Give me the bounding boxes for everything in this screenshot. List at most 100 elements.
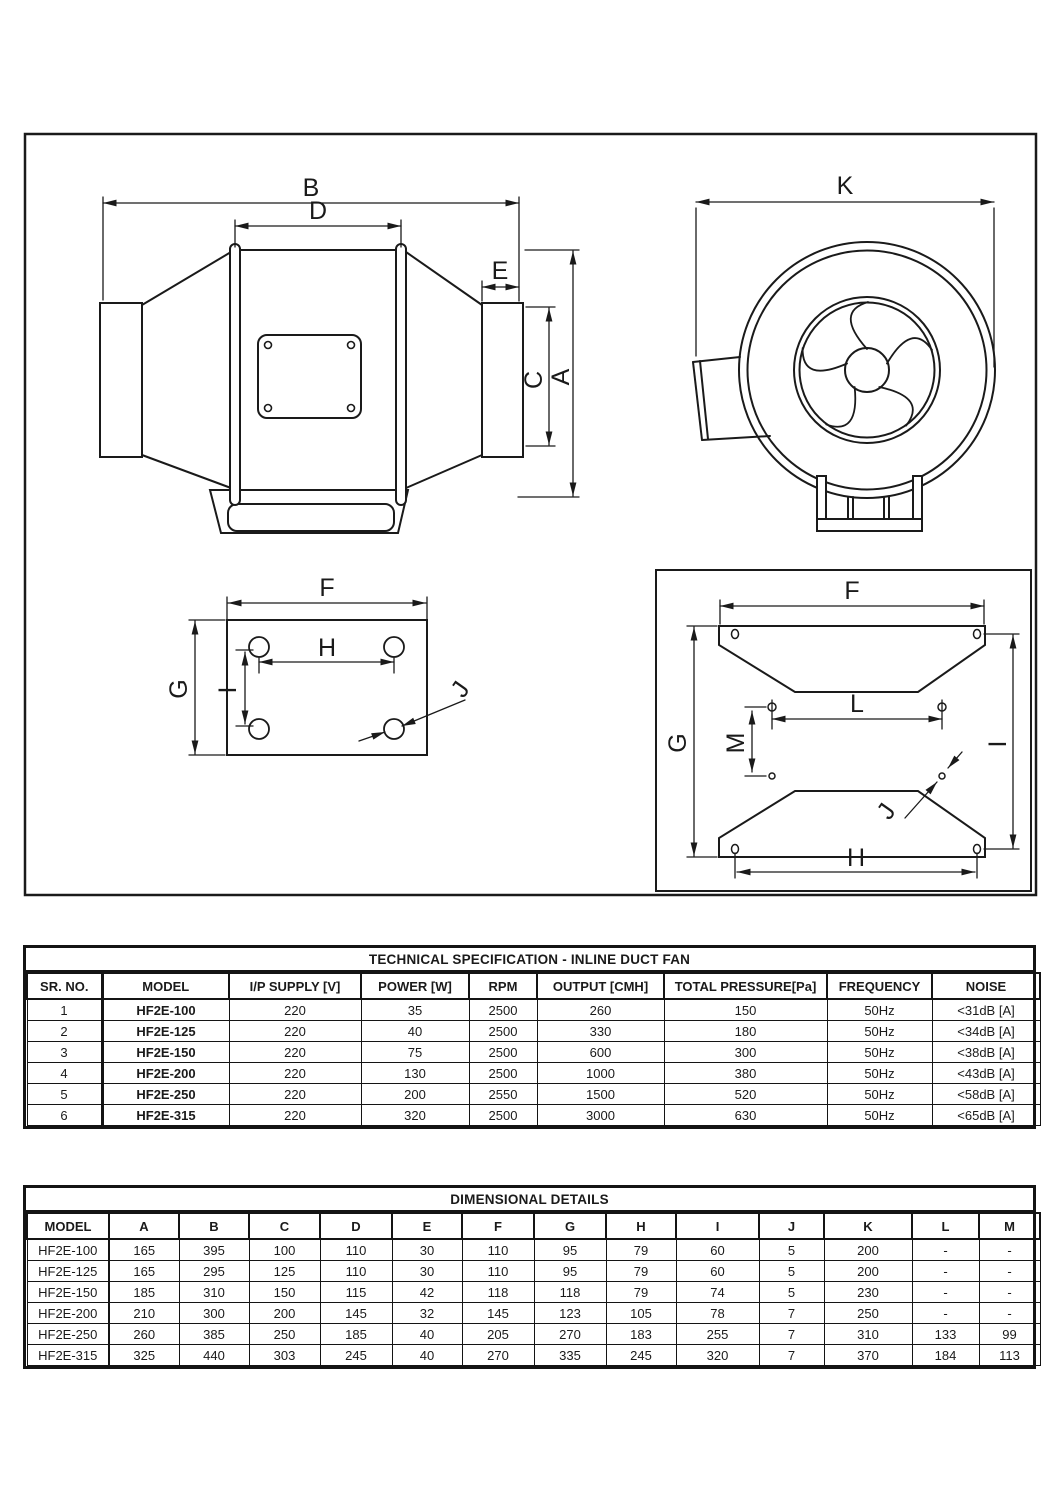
dim-label-bracket-G: G	[664, 733, 692, 752]
table-cell: 5	[26, 1083, 104, 1105]
table-cell: 184	[911, 1344, 980, 1366]
table-cell: 118	[533, 1281, 607, 1303]
dim-label-E: E	[492, 257, 509, 285]
table-cell: 145	[319, 1302, 393, 1324]
table-cell: 330	[536, 1020, 665, 1042]
table-cell: -	[978, 1281, 1041, 1303]
foot-slot	[227, 503, 395, 532]
bracket-view-dimensions	[686, 599, 1020, 879]
table-cell: HF2E-125	[101, 1020, 230, 1042]
table-cell: 255	[675, 1323, 760, 1345]
dim-label-bracket-J: J	[871, 798, 901, 824]
column-header: B	[178, 1212, 250, 1240]
column-header: G	[533, 1212, 607, 1240]
table-cell: 35	[360, 998, 470, 1021]
table-cell: 320	[360, 1104, 470, 1126]
dim-label-K: K	[837, 172, 854, 200]
table-cell: 5	[758, 1238, 825, 1261]
bracket-top-piece	[718, 625, 986, 693]
column-header: J	[758, 1212, 825, 1240]
dim-label-plate-H: H	[318, 634, 336, 662]
fan-body	[234, 249, 402, 491]
column-header: E	[391, 1212, 463, 1240]
table-cell: 50Hz	[826, 1020, 933, 1042]
table-cell: 2500	[468, 998, 538, 1021]
table-cell: 78	[675, 1302, 760, 1324]
table-cell: 4	[26, 1062, 104, 1084]
table-cell: 1500	[536, 1083, 665, 1105]
spec-table-container: TECHNICAL SPECIFICATION - INLINE DUCT FA…	[23, 945, 1041, 1129]
table-cell: 2500	[468, 1104, 538, 1126]
table-cell: 118	[461, 1281, 535, 1303]
column-header: MODEL	[26, 1212, 110, 1240]
table-cell: 133	[911, 1323, 980, 1345]
front-mounting-bracket	[816, 475, 923, 532]
table-cell: 220	[228, 1104, 362, 1126]
dim-label-B: B	[303, 174, 320, 202]
table-cell: 40	[391, 1344, 463, 1366]
table-cell: 99	[978, 1323, 1041, 1345]
table-cell: 7	[758, 1323, 825, 1345]
column-header: TOTAL PRESSURE[Pa]	[663, 972, 828, 1000]
dim-label-bracket-F: F	[844, 577, 859, 605]
table-cell: 95	[533, 1238, 607, 1261]
table-cell: 95	[533, 1260, 607, 1282]
table-cell: 79	[605, 1238, 677, 1261]
dim-label-plate-J: J	[445, 676, 475, 702]
plate-view-drawing	[226, 619, 428, 756]
table-cell: 200	[360, 1083, 470, 1105]
table-cell: 220	[228, 1062, 362, 1084]
column-header: L	[911, 1212, 980, 1240]
table-cell: 600	[536, 1041, 665, 1063]
table-cell: 220	[228, 998, 362, 1021]
table-cell: -	[911, 1281, 980, 1303]
dim-leader-bracket-J2	[947, 751, 963, 769]
table-cell: 30	[391, 1260, 463, 1282]
table-cell: 395	[178, 1238, 250, 1261]
column-header: I	[675, 1212, 760, 1240]
table-cell: 220	[228, 1020, 362, 1042]
table-cell: 2	[26, 1020, 104, 1042]
table-cell: 105	[605, 1302, 677, 1324]
table-cell: 30	[391, 1238, 463, 1261]
table-cell: 150	[248, 1281, 321, 1303]
table-cell: 520	[663, 1083, 828, 1105]
dim-label-plate-F: F	[319, 574, 334, 602]
column-header: MODEL	[101, 972, 230, 1000]
table-cell: 310	[823, 1323, 913, 1345]
table-cell: 7	[758, 1302, 825, 1324]
column-header: A	[108, 1212, 180, 1240]
plate-holes	[248, 636, 405, 740]
dim-leader-bracket-J1	[904, 781, 938, 819]
dim-label-C: C	[520, 371, 548, 389]
impeller-ring-outer	[793, 296, 941, 444]
front-view-dimensions	[695, 198, 995, 368]
table-cell: 183	[605, 1323, 677, 1345]
left-cone-bottom	[141, 454, 232, 489]
dim-label-plate-I: I	[214, 687, 242, 694]
table-cell: 3	[26, 1041, 104, 1063]
column-header: M	[978, 1212, 1041, 1240]
table-cell: 50Hz	[826, 1083, 933, 1105]
clamp-band-right	[395, 243, 407, 506]
table-cell: 310	[178, 1281, 250, 1303]
table-cell: 75	[360, 1041, 470, 1063]
table-cell: <31dB [A]	[931, 998, 1041, 1021]
bracket-sub-frame	[655, 569, 1032, 892]
table-cell: 50Hz	[826, 1041, 933, 1063]
bracket-view-drawing	[718, 625, 986, 858]
right-cone-top	[405, 251, 483, 306]
table-cell: 3000	[536, 1104, 665, 1126]
table-cell: 2500	[468, 1020, 538, 1042]
table-cell: HF2E-250	[101, 1083, 230, 1105]
table-cell: -	[978, 1238, 1041, 1261]
dim-leader-plate-J1	[401, 699, 466, 727]
table-cell: 385	[178, 1323, 250, 1345]
side-view-labels: B D E C A	[303, 174, 575, 389]
